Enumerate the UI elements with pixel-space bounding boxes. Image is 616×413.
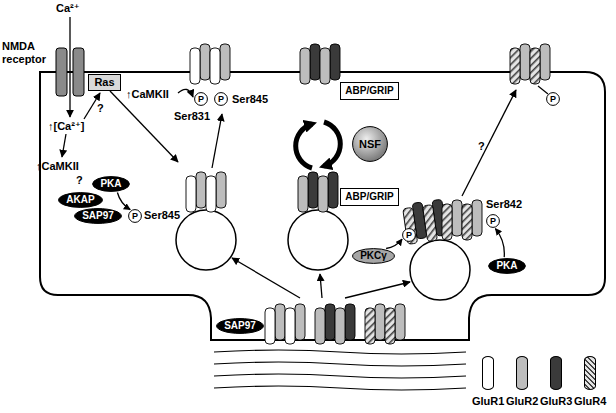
node-text: P	[406, 230, 412, 240]
activation-arrow	[117, 193, 130, 210]
cell-membrane	[40, 72, 605, 340]
activation-arrow	[495, 229, 504, 258]
activation-arrow	[386, 239, 402, 248]
node-outline-shape	[195, 93, 208, 106]
scaffold-box: ABP/GRIP	[340, 188, 399, 206]
annotation-label: Ca²⁺	[56, 2, 80, 15]
node-outline-shape	[547, 93, 560, 106]
node-outline-shape	[487, 215, 500, 228]
node-outline-shape	[215, 93, 228, 106]
node-outline-shape	[75, 209, 122, 224]
node-outline-shape	[129, 210, 142, 223]
node-outline-shape	[93, 177, 130, 192]
phospho-site: P	[402, 228, 416, 242]
annotation-label: Ser842	[486, 198, 522, 211]
scaffold-ellipse: SAP97	[74, 208, 122, 224]
annotation-label: Ser845	[144, 209, 180, 222]
node-outline-shape	[353, 249, 395, 264]
node-text: P	[490, 216, 496, 226]
postsynaptic-density	[214, 350, 466, 390]
kinase-ellipse: PKA	[92, 176, 130, 192]
legend-label: GluR4	[574, 395, 606, 408]
node-text: SAP97	[224, 320, 256, 332]
legend-swatch	[516, 356, 528, 390]
node-text: P	[198, 94, 204, 104]
node-text: SAP97	[82, 210, 114, 222]
scaffold-ellipse: SAP97	[216, 318, 264, 334]
node-text: P	[132, 211, 138, 221]
protein-box: Ras	[88, 74, 121, 91]
phospho-site: P	[128, 209, 142, 223]
legend-label: GluR1	[472, 395, 504, 408]
node-text: PKCγ	[360, 250, 387, 262]
phospho-site: P	[214, 92, 228, 106]
node-text: PKA	[100, 178, 121, 190]
node-outline-shape	[403, 229, 416, 242]
legend-label: GluR2	[506, 395, 538, 408]
node-text: Ras	[94, 76, 114, 89]
phospho-site: P	[486, 214, 500, 228]
node-text: ABP/GRIP	[345, 85, 393, 97]
legend-label: GluR3	[540, 395, 572, 408]
node-text: NSF	[359, 138, 381, 151]
annotation-label: NMDA receptor	[2, 40, 58, 65]
annotation-label: ?	[478, 140, 485, 153]
legend-swatch	[584, 356, 596, 390]
ampa-receptors	[186, 44, 550, 344]
nsf-sphere: NSF	[352, 126, 388, 162]
node-text: PKA	[496, 260, 517, 272]
annotation-label: ?	[97, 102, 104, 115]
node-outline-shape	[217, 319, 264, 334]
kinase-ellipse: PKA	[488, 258, 526, 274]
scaffold-box: ABP/GRIP	[340, 82, 399, 100]
recycling-arrows	[296, 122, 341, 168]
phospho-site: P	[546, 92, 560, 106]
legend-swatch	[482, 356, 494, 390]
annotation-label: Ser845	[232, 93, 268, 106]
legend-swatch	[550, 356, 562, 390]
node-outline-shape	[489, 259, 526, 274]
phospho-site: P	[194, 92, 208, 106]
node-outline-shape	[353, 127, 388, 162]
annotation-label: Ser831	[174, 110, 210, 123]
anchor-ellipse: AKAP	[58, 192, 103, 208]
node-text: ABP/GRIP	[345, 191, 393, 203]
signal-arrows	[62, 17, 548, 298]
annotation-label: ?	[76, 174, 83, 187]
kinase-ellipse: PKCγ	[352, 248, 395, 264]
annotation-label: ↑CaMKII	[36, 160, 79, 173]
annotation-label: ↑CaMKII	[126, 88, 169, 101]
annotation-label: ↑[Ca²⁺]	[48, 120, 84, 133]
node-text: P	[218, 94, 224, 104]
node-outline-shape	[59, 193, 103, 208]
node-text: AKAP	[66, 194, 94, 206]
node-text: P	[550, 94, 556, 104]
